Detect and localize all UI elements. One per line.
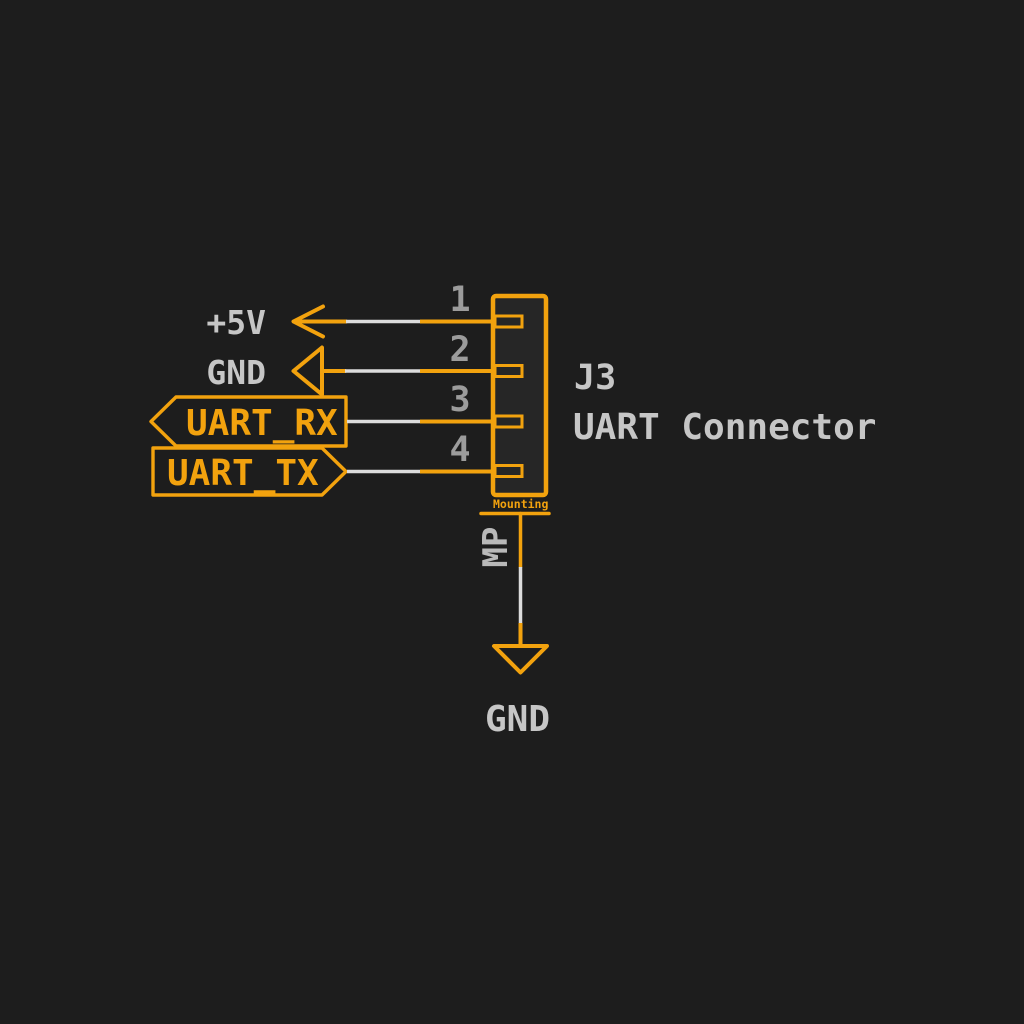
component-reference: J3 — [574, 358, 617, 398]
pin1-notch — [493, 314, 524, 329]
mounting-pin-text: Mounting — [493, 497, 549, 511]
gnd-symbol-triangle-icon — [492, 644, 549, 675]
mounting-pin — [479, 511, 551, 569]
pin3-number: 3 — [449, 380, 471, 420]
pin3-notch — [493, 414, 524, 429]
pin2-number: 2 — [449, 330, 471, 370]
net-label-5v: +5V — [206, 303, 266, 342]
power-arrow-5v-icon — [291, 304, 348, 339]
connector-body — [490, 293, 549, 498]
gnd-symbol-label: GND — [485, 699, 551, 740]
pin2-notch — [493, 364, 524, 378]
hier-label-uart-tx-text: UART_TX — [167, 453, 319, 494]
hier-label-uart-tx-shape — [151, 446, 348, 497]
pin4-notch — [493, 464, 524, 478]
hier-label-uart-rx-text: UART_RX — [186, 403, 338, 444]
net-label-gnd: GND — [206, 353, 266, 392]
mounting-pin-name: MP — [476, 526, 516, 568]
hier-label-uart-rx-shape — [149, 395, 348, 448]
component-value: UART Connector — [573, 407, 877, 448]
pin4-number: 4 — [449, 430, 471, 470]
ground-flag-icon — [291, 345, 347, 397]
pin1-number: 1 — [449, 280, 471, 320]
